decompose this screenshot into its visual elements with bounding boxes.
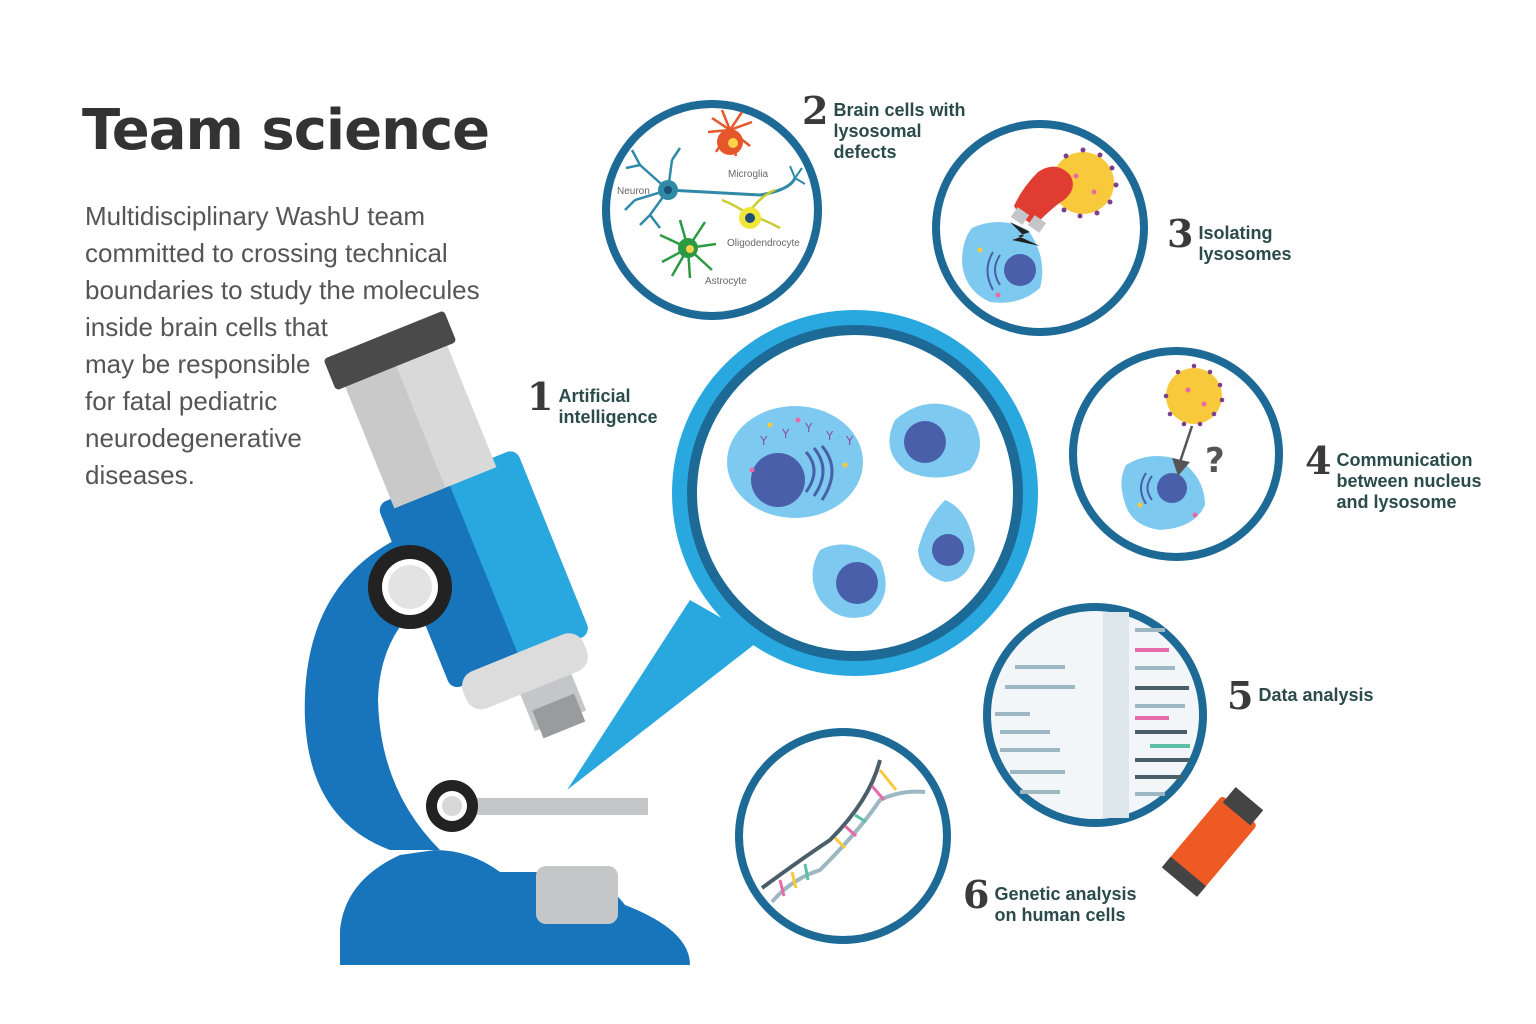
intro-line: committed to crossing technical xyxy=(85,238,448,268)
intro-line: neurodegenerative xyxy=(85,423,302,453)
step-label: Data analysis xyxy=(1258,677,1373,706)
step-label: Isolating lysosomes xyxy=(1198,215,1291,265)
step-1-artificial-intelligence: 1 Artificial intelligence xyxy=(527,378,657,428)
neuron-label: Neuron xyxy=(617,186,650,197)
step-label-line: Data analysis xyxy=(1258,685,1374,705)
intro-line: inside brain cells that xyxy=(85,312,328,342)
step-label: Brain cells with lysosomal defects xyxy=(833,92,965,163)
svg-text:Y: Y xyxy=(759,434,768,448)
intro-line: boundaries to study the molecules xyxy=(85,275,480,305)
step-number: 3 xyxy=(1167,211,1194,256)
step-4-communication: 4 Communication between nucleus and lyso… xyxy=(1305,442,1482,513)
brain-cells-icon: Neuron Microglia Oligodendrocyte Astrocy… xyxy=(602,100,822,320)
svg-text:?: ? xyxy=(1205,441,1225,481)
intro-line: for fatal pediatric xyxy=(85,386,278,416)
step-5-data-analysis: 5 Data analysis xyxy=(1227,677,1374,715)
step-number: 4 xyxy=(1305,438,1332,483)
step-label-line: Communication xyxy=(1336,450,1473,470)
svg-text:Y: Y xyxy=(825,429,834,443)
step-2-brain-cells: 2 Brain cells with lysosomal defects xyxy=(802,92,966,163)
step-label-line: on human cells xyxy=(994,905,1126,925)
microscope-icon xyxy=(304,311,690,965)
step-label-line: and lysosome xyxy=(1336,492,1457,512)
step-label-line: Artificial xyxy=(558,386,631,406)
step-label-line: Genetic analysis xyxy=(994,884,1137,904)
astrocyte-label: Astrocyte xyxy=(705,276,747,287)
magnifier-data-icon xyxy=(983,603,1264,897)
svg-text:Y: Y xyxy=(804,421,813,435)
step-3-isolating-lysosomes: 3 Isolating lysosomes xyxy=(1167,215,1292,265)
step-label-line: intelligence xyxy=(558,407,658,427)
intro-line: diseases. xyxy=(85,460,195,490)
step-label-line: Isolating xyxy=(1198,223,1273,243)
step-label: Communication between nucleus and lysoso… xyxy=(1336,442,1481,513)
step-label-line: between nucleus xyxy=(1336,471,1482,491)
dna-helix-icon xyxy=(735,728,951,944)
step-label-line: lysosomal xyxy=(833,121,922,141)
magnet-lysosome-icon xyxy=(932,120,1148,336)
step-number: 5 xyxy=(1227,673,1254,718)
oligodendrocyte-label: Oligodendrocyte xyxy=(727,238,800,249)
step-number: 1 xyxy=(527,374,554,419)
step-number: 6 xyxy=(963,872,990,917)
svg-text:Y: Y xyxy=(781,427,790,441)
page-title: Team science xyxy=(82,98,490,163)
step-label-line: defects xyxy=(833,142,897,162)
intro-line: Multidisciplinary WashU team xyxy=(85,201,426,231)
microglia-label: Microglia xyxy=(728,169,768,180)
step-label-line: Brain cells with xyxy=(833,100,966,120)
magnified-cells-icon: Y Y Y Y Y xyxy=(567,310,1038,790)
step-label-line: lysosomes xyxy=(1198,244,1292,264)
step-6-genetic-analysis: 6 Genetic analysis on human cells xyxy=(963,876,1137,926)
step-label: Genetic analysis on human cells xyxy=(994,876,1136,926)
intro-line: may be responsible xyxy=(85,349,311,379)
step-label: Artificial intelligence xyxy=(558,378,657,428)
nucleus-lysosome-question-icon: ? xyxy=(1069,347,1283,561)
step-number: 2 xyxy=(802,88,829,133)
intro-paragraph: Multidisciplinary WashU team committed t… xyxy=(85,198,480,494)
svg-text:Y: Y xyxy=(845,434,854,448)
